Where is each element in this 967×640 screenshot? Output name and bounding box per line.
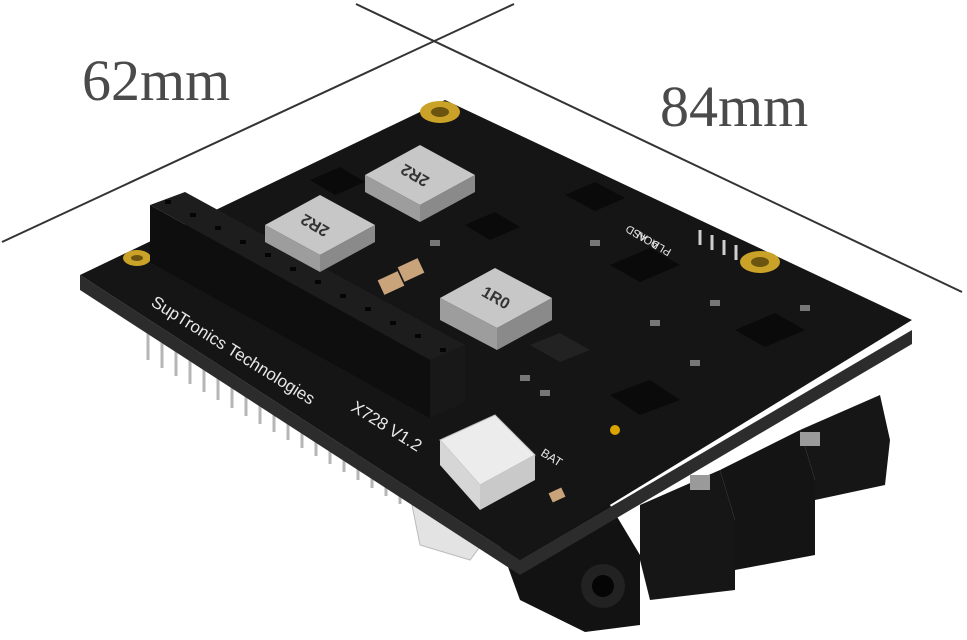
gpio-header <box>150 192 465 418</box>
gpio-header-holes <box>165 200 446 352</box>
inductor-3: 1R0 <box>440 268 552 350</box>
battery-connector <box>439 414 536 510</box>
smd-components <box>430 240 810 396</box>
length-dimension-label: 84mm <box>660 74 809 139</box>
width-dimension-label: 62mm <box>82 48 231 113</box>
jumper-pins <box>698 230 738 260</box>
usb-port-connectors <box>640 395 890 600</box>
inductor-1: 2R2 <box>365 145 475 222</box>
length-dimension-line <box>355 3 963 293</box>
width-dimension-line <box>1 3 515 243</box>
mounting-holes <box>123 101 780 273</box>
inductor-2: 2R2 <box>265 195 375 272</box>
capacitors <box>377 258 566 503</box>
ic-chips <box>310 167 805 415</box>
status-led <box>610 425 620 435</box>
